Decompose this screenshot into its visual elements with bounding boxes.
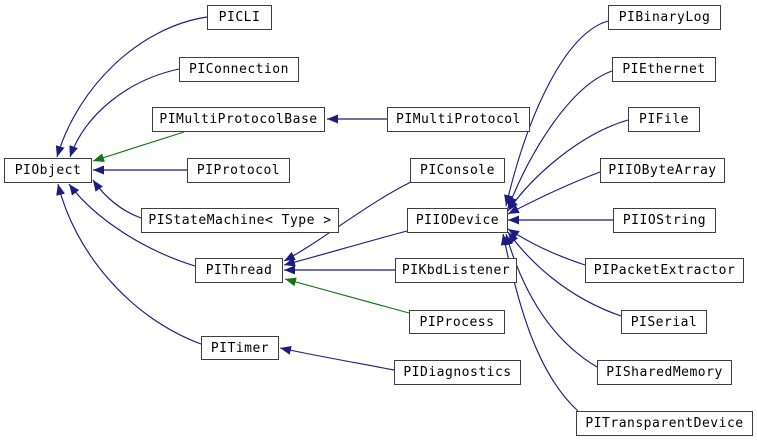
edge-piconnection-to-piobject: [69, 68, 180, 158]
class-label: PIKbdListener: [401, 263, 511, 278]
class-box-pipacketextractor[interactable]: PIPacketExtractor: [585, 258, 744, 283]
class-box-pifile[interactable]: PIFile: [628, 107, 700, 132]
class-box-pistatemachine[interactable]: PIStateMachine< Type >: [141, 208, 339, 233]
edge-piserial-to-piiodevice: [507, 231, 622, 317]
class-box-picli[interactable]: PICLI: [207, 5, 272, 30]
class-label: PIBinaryLog: [618, 10, 711, 25]
class-box-pidiagnostics[interactable]: PIDiagnostics: [394, 360, 521, 385]
class-label: PIConnection: [189, 62, 289, 77]
class-box-pibinarylog[interactable]: PIBinaryLog: [608, 5, 721, 30]
class-box-pimultiprotocolbase[interactable]: PIMultiProtocolBase: [152, 107, 325, 132]
class-box-piiodevice[interactable]: PIIODevice: [407, 208, 508, 233]
class-label: PIEthernet: [622, 62, 706, 77]
class-label: PIFile: [639, 112, 689, 127]
edge-piethernet-to-piiodevice: [507, 70, 613, 209]
edge-pistatemachine-to-piobject: [92, 179, 142, 219]
class-label: PIIODevice: [415, 213, 500, 228]
class-label: PICLI: [218, 10, 261, 25]
class-label: PIIOString: [622, 213, 707, 228]
class-box-pimultiprotocol[interactable]: PIMultiProtocol: [387, 107, 530, 132]
edge-picli-to-piobject: [55, 16, 208, 158]
class-box-pikbdlistener[interactable]: PIKbdListener: [395, 258, 517, 283]
edge-pidiagnostics-to-pitimer: [279, 345, 395, 371]
class-box-piethernet[interactable]: PIEthernet: [612, 57, 716, 82]
edge-piconsole-to-pithread: [283, 181, 412, 262]
class-label: PIMultiProtocol: [396, 112, 521, 127]
class-label: PIMultiProtocolBase: [159, 112, 318, 127]
class-box-pithread[interactable]: PIThread: [195, 258, 283, 283]
class-box-pitransparentdevice[interactable]: PITransparentDevice: [576, 411, 753, 436]
class-box-piiostring[interactable]: PIIOString: [613, 208, 716, 233]
class-label: PIObject: [14, 163, 82, 178]
edge-piiobytearray-to-piiodevice: [507, 171, 601, 215]
class-box-piconnection[interactable]: PIConnection: [179, 57, 299, 82]
class-box-piconsole[interactable]: PIConsole: [410, 158, 505, 183]
class-label: PISerial: [630, 314, 698, 330]
class-label: PIPacketExtractor: [593, 263, 736, 278]
class-label: PITimer: [210, 340, 270, 356]
class-label: PIProtocol: [196, 163, 281, 178]
class-box-pitimer[interactable]: PITimer: [201, 336, 279, 360]
class-label: PIConsole: [420, 163, 495, 178]
class-label: PISharedMemory: [606, 365, 723, 380]
class-box-piserial[interactable]: PISerial: [621, 310, 707, 334]
class-box-piprotocol[interactable]: PIProtocol: [187, 158, 290, 183]
class-box-piprocess[interactable]: PIProcess: [409, 310, 505, 334]
class-box-piobject[interactable]: PIObject: [4, 158, 92, 183]
edge-piiodevice-to-pithread: [283, 230, 408, 267]
class-label: PIDiagnostics: [403, 365, 512, 380]
edge-pitimer-to-piobject: [56, 183, 202, 345]
edge-pifile-to-piiodevice: [507, 119, 629, 212]
class-box-piiobytearray[interactable]: PIIOByteArray: [600, 158, 725, 183]
edge-piprocess-to-pithread: [284, 277, 410, 314]
class-label: PIIOByteArray: [608, 163, 717, 178]
class-label: PIProcess: [419, 314, 495, 330]
class-box-pisharedmemory[interactable]: PISharedMemory: [597, 360, 732, 385]
class-label: PIStateMachine< Type >: [148, 213, 332, 228]
edge-pisharedmemory-to-piiodevice: [504, 233, 598, 368]
edge-pithread-to-piobject: [68, 183, 196, 267]
class-label: PITransparentDevice: [585, 416, 744, 431]
class-label: PIThread: [205, 263, 273, 278]
edge-pimultiprotocolbase-to-piobject: [92, 131, 185, 162]
edge-pibinarylog-to-piiodevice: [504, 20, 609, 207]
